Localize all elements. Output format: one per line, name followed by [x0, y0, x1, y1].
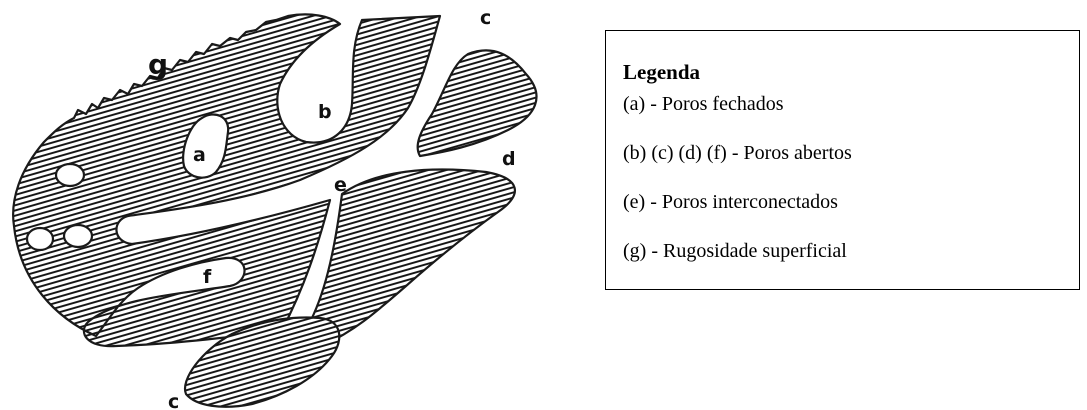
legend-item-closed-pores: (a) - Poros fechados: [623, 93, 784, 116]
legend-item-interconnected-pores: (e) - Poros interconectados: [623, 191, 838, 214]
closed-pore: [27, 228, 53, 250]
label-a: a: [193, 144, 206, 166]
legend-box: Legenda (a) - Poros fechados (b) (c) (d)…: [605, 30, 1080, 290]
label-c-bottom: c: [168, 391, 179, 410]
legend-item-open-pores: (b) (c) (d) (f) - Poros abertos: [623, 142, 852, 165]
label-d: d: [502, 148, 516, 170]
particle-upper-right: [418, 50, 537, 156]
legend-item-surface-roughness: (g) - Rugosidade superficial: [623, 240, 847, 263]
legend-title: Legenda: [623, 60, 700, 85]
closed-pore: [64, 225, 92, 247]
label-c-top: c: [480, 7, 491, 29]
porosity-diagram: g b c a d e f c: [0, 0, 590, 410]
label-e: e: [334, 174, 347, 196]
label-b: b: [318, 101, 332, 123]
label-f: f: [203, 266, 212, 288]
closed-pore: [56, 164, 84, 186]
label-g: g: [148, 48, 168, 81]
particle-middle-right: [305, 170, 515, 347]
